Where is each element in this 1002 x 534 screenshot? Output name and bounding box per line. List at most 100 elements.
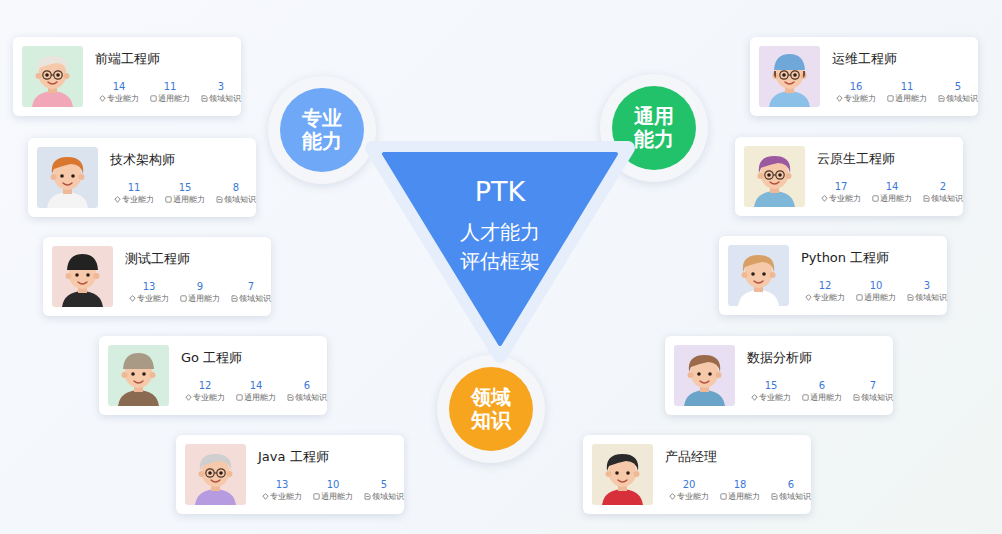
avatar-illustration [744,146,805,207]
stat-number: 7 [225,281,277,293]
avatar-illustration [22,46,83,107]
stat-column: 14通用能力 [866,181,918,204]
stat-number: 11 [144,81,196,93]
stat-number: 15 [159,182,211,194]
stat-icon [923,195,930,202]
role-name: 产品经理 [665,448,717,466]
stat-number: 14 [93,81,145,93]
stat-number: 10 [307,479,359,491]
stat-icon [165,196,172,203]
stat-icon [907,294,914,301]
stat-column: 9通用能力 [174,281,226,304]
avatar-illustration [759,46,820,107]
stat-number: 10 [850,280,902,292]
dimension-circle: 领域 知识 [449,367,533,451]
stat-label: 通用能力 [895,94,927,103]
stat-label-row: 通用能力 [714,491,766,502]
stat-number: 6 [765,479,817,491]
stat-label-row: 专业能力 [256,491,308,502]
stat-label: 通用能力 [728,492,760,501]
stat-column: 14通用能力 [230,380,282,403]
avatar-illustration [37,147,98,208]
stat-column: 12专业能力 [179,380,231,403]
stat-icon [216,196,223,203]
stat-label-row: 专业能力 [93,93,145,104]
stat-label-row: 专业能力 [830,93,882,104]
stat-icon [313,493,320,500]
role-card: 数据分析师15专业能力6通用能力7领域知识 [665,336,893,415]
stat-column: 6领域知识 [281,380,333,403]
stat-label: 专业能力 [677,492,709,501]
stat-label-row: 专业能力 [799,292,851,303]
avatar-illustration [674,345,735,406]
stat-label: 专业能力 [759,393,791,402]
stat-column: 13专业能力 [256,479,308,502]
role-name: Go 工程师 [181,349,242,367]
role-card: 前端工程师14专业能力11通用能力3领域知识 [13,37,241,116]
stat-label-row: 专业能力 [745,392,797,403]
stat-label: 领域知识 [372,492,404,501]
stat-number: 13 [256,479,308,491]
stat-column: 10通用能力 [307,479,359,502]
stat-label: 领域知识 [861,393,893,402]
stat-label: 专业能力 [137,294,169,303]
role-name: 数据分析师 [747,349,812,367]
stat-icon [236,394,243,401]
stat-icon [872,195,879,202]
stat-number: 6 [281,380,333,392]
stat-icon [287,394,294,401]
stat-column: 7领域知识 [225,281,277,304]
role-name: 测试工程师 [125,250,190,268]
framework-triangle: PTK人才能力 评估框架 [360,138,640,363]
avatar-illustration [108,345,169,406]
stat-icon [231,295,238,302]
stat-label-row: 领域知识 [281,392,333,403]
stat-label: 领域知识 [915,293,947,302]
stat-label: 专业能力 [270,492,302,501]
stat-label-row: 领域知识 [225,293,277,304]
dimension-label: 专业 能力 [299,107,345,153]
stat-icon [802,394,809,401]
role-card: 技术架构师11专业能力15通用能力8领域知识 [28,138,256,217]
stat-icon [805,294,812,301]
stat-column: 11通用能力 [881,81,933,104]
role-card: Java 工程师13专业能力10通用能力5领域知识 [176,435,404,514]
stat-label-row: 专业能力 [663,491,715,502]
stat-column: 12专业能力 [799,280,851,303]
stat-label-row: 领域知识 [847,392,899,403]
stat-label-row: 专业能力 [108,194,160,205]
stat-icon [669,493,676,500]
stat-column: 3领域知识 [195,81,247,104]
stat-label: 专业能力 [107,94,139,103]
dimension-circle: 专业 能力 [280,88,364,172]
stat-label-row: 领域知识 [195,93,247,104]
stat-label: 领域知识 [239,294,271,303]
stat-label-row: 通用能力 [144,93,196,104]
framework-subtitle: 人才能力 评估框架 [450,218,550,276]
stat-icon [150,95,157,102]
stat-number: 14 [866,181,918,193]
stat-number: 18 [714,479,766,491]
stat-column: 18通用能力 [714,479,766,502]
role-card: 测试工程师13专业能力9通用能力7领域知识 [43,237,271,316]
stat-icon [836,95,843,102]
stat-icon [201,95,208,102]
stat-icon [751,394,758,401]
role-card: 云原生工程师17专业能力14通用能力2领域知识 [735,137,963,216]
stat-number: 7 [847,380,899,392]
stat-label-row: 通用能力 [174,293,226,304]
stat-icon [129,295,136,302]
stat-column: 3领域知识 [901,280,953,303]
stat-number: 3 [195,81,247,93]
role-card: Python 工程师12专业能力10通用能力3领域知识 [719,236,947,315]
stat-column: 8领域知识 [210,182,262,205]
dimension-label: 通用 能力 [631,105,677,151]
stat-column: 14专业能力 [93,81,145,104]
stat-number: 9 [174,281,226,293]
stat-label: 领域知识 [209,94,241,103]
stat-label-row: 通用能力 [866,193,918,204]
stat-number: 12 [799,280,851,292]
stat-label: 通用能力 [864,293,896,302]
role-name: Java 工程师 [258,448,329,466]
